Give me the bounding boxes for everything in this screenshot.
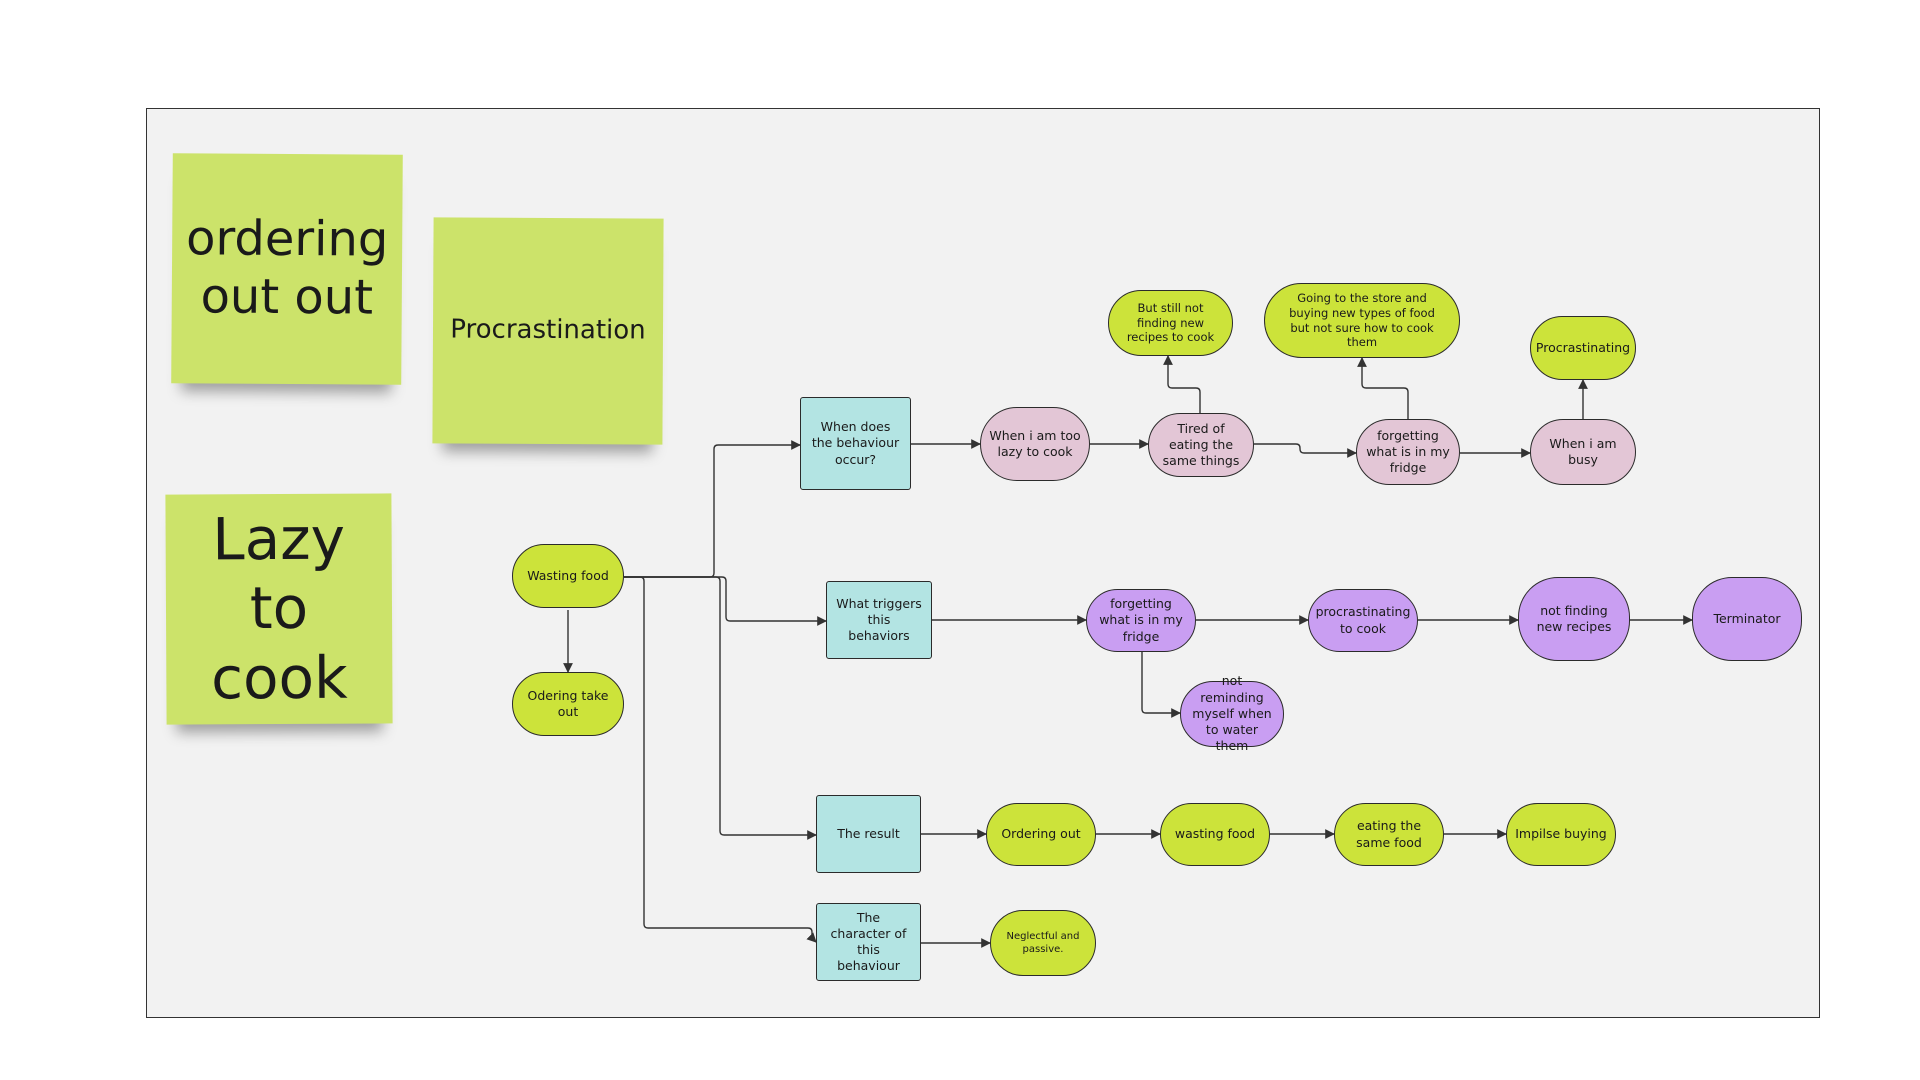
node-too-lazy-to-cook[interactable]: When i am too lazy to cook [980,407,1090,481]
node-label: eating the same food [1356,818,1422,850]
node-label: But still not finding new recipes to coo… [1126,300,1215,345]
node-label: Terminator [1713,610,1781,626]
node-forgetting-fridge-when[interactable]: forgetting what is in my fridge [1356,419,1460,485]
edge-root-to-character [624,576,817,943]
node-eating-same-food[interactable]: eating the same food [1334,803,1444,866]
category-result[interactable]: The result [816,795,921,873]
node-label: wasting food [1174,826,1256,842]
node-label: The result [837,825,900,841]
node-label: When does the behaviour occur? [811,419,900,467]
category-character[interactable]: The character of this behaviour [816,903,921,981]
node-label: Going to the store and buying new types … [1289,290,1435,350]
node-label: Procrastinating [1535,339,1631,355]
node-label: forgetting what is in my fridge [1099,596,1183,644]
node-wasting-food[interactable]: Wasting food [512,544,624,608]
node-label: Tired of eating the same things [1162,420,1240,469]
edge-root-to-result [624,576,817,840]
edge-forgetting-to-reminding [1141,652,1181,718]
node-label: When i am busy [1549,435,1617,467]
category-what-triggers[interactable]: What triggers this behaviors [826,581,932,659]
node-label: not finding new recipes [1536,602,1612,634]
node-neglectful-passive[interactable]: Neglectful and passive. [990,910,1096,976]
edge-root-to-triggers [624,576,827,626]
node-label: The character of this behaviour [830,909,907,974]
node-ordering-out[interactable]: Ordering out [986,803,1096,866]
whiteboard-canvas[interactable] [146,108,1820,1018]
node-ordering-takeout[interactable]: Odering take out [512,672,624,736]
node-label: forgetting what is in my fridge [1366,427,1450,476]
node-not-finding-new-recipes[interactable]: not finding new recipes [1518,577,1630,661]
node-terminator[interactable]: Terminator [1692,577,1802,661]
node-when-busy[interactable]: When i am busy [1530,419,1636,485]
node-label: When i am too lazy to cook [989,427,1081,459]
node-label: procrastinating to cook [1315,604,1411,636]
edge-tired-to-forgetting [1254,443,1357,458]
node-forgetting-fridge-trigger[interactable]: forgetting what is in my fridge [1086,589,1196,652]
node-wasting-food-result[interactable]: wasting food [1160,803,1270,866]
node-label: not reminding myself when to water them [1192,673,1272,754]
edge-root-to-when [624,440,801,578]
node-label: Odering take out [527,687,609,719]
edge-tired-to-recipes [1163,355,1201,413]
node-not-finding-recipes[interactable]: But still not finding new recipes to coo… [1108,290,1233,356]
node-label: What triggers this behaviors [836,595,922,644]
node-label: Ordering out [1001,826,1081,842]
node-label: Impilse buying [1515,826,1607,842]
node-label: Wasting food [527,567,609,583]
node-tired-of-eating[interactable]: Tired of eating the same things [1148,413,1254,477]
node-procrastinating-to-cook[interactable]: procrastinating to cook [1308,589,1418,652]
node-store-new-food[interactable]: Going to the store and buying new types … [1264,283,1460,358]
category-when-behaviour-occurs[interactable]: When does the behaviour occur? [800,397,911,490]
node-impulse-buying[interactable]: Impilse buying [1506,803,1616,866]
node-label: Neglectful and passive. [1006,931,1080,955]
node-procrastinating-when[interactable]: Procrastinating [1530,316,1636,380]
edge-forgetting-to-store [1357,357,1409,419]
node-not-reminding[interactable]: not reminding myself when to water them [1180,673,1284,753]
